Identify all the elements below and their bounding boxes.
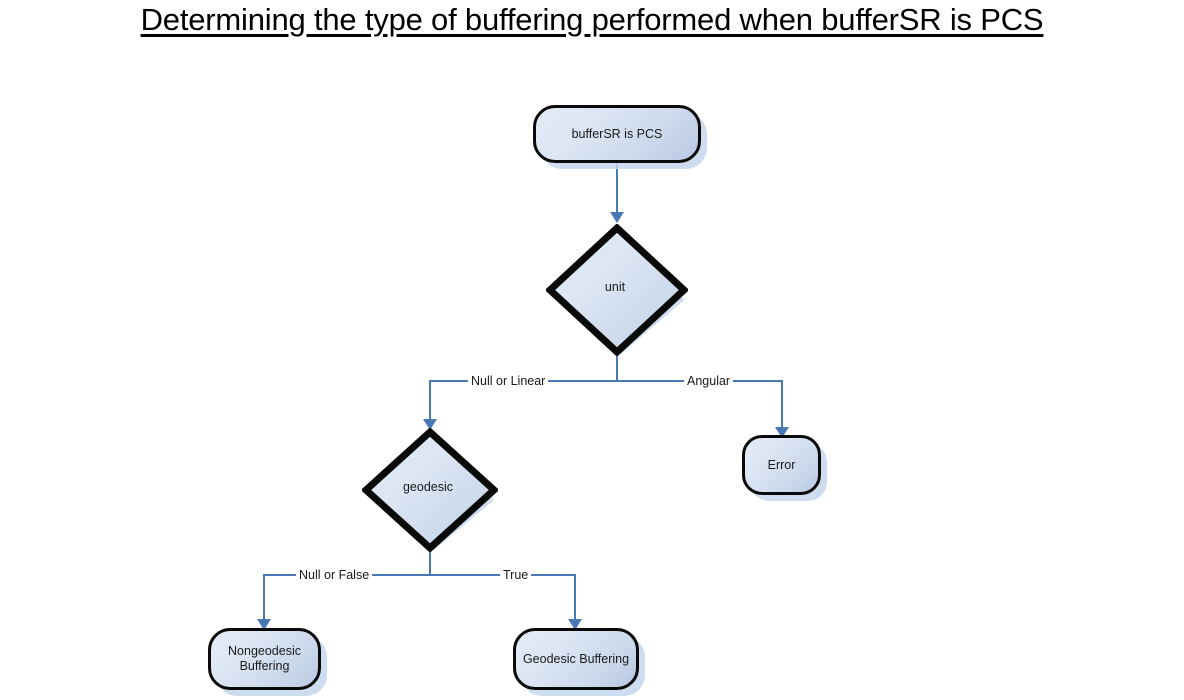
edge-unit-to-geodesic-line: [429, 380, 431, 422]
node-error-label: Error: [767, 457, 796, 472]
edge-unit-branch-bus: [429, 380, 783, 382]
edge-unit-to-error-arrowhead: [775, 427, 789, 438]
edge-unit-branch-stem: [616, 350, 618, 382]
node-start-label: bufferSR is PCS: [571, 126, 663, 141]
node-unit-shape: [546, 224, 688, 356]
node-geodesic-buffering[interactable]: Geodesic Buffering: [513, 628, 639, 690]
edge-label-null-or-false: Null or False: [296, 568, 373, 582]
edge-start-to-unit-arrowhead: [610, 212, 624, 223]
edge-unit-to-error-line: [781, 380, 783, 432]
edge-geodesic-to-nongeodesic-arrowhead: [257, 619, 271, 630]
edge-label-null-or-linear: Null or Linear: [468, 374, 549, 388]
node-geodesic-buffering-label: Geodesic Buffering: [522, 651, 630, 666]
edge-geodesic-to-nongeodesic-line: [263, 574, 265, 622]
edge-label-angular: Angular: [684, 374, 734, 388]
edge-geodesic-to-geodesic-buffering-line: [574, 574, 576, 622]
node-nongeodesic-buffering-label-line1: Nongeodesic: [228, 644, 301, 658]
node-start[interactable]: bufferSR is PCS: [533, 105, 701, 163]
page-title: Determining the type of buffering perfor…: [140, 2, 1044, 37]
node-unit[interactable]: unit: [546, 224, 688, 356]
node-error[interactable]: Error: [742, 435, 821, 495]
node-nongeodesic-buffering-label-line2: Buffering: [239, 659, 290, 673]
edge-label-true: True: [500, 568, 532, 582]
node-geodesic-shape: [362, 428, 498, 552]
edge-geodesic-branch-stem: [429, 546, 431, 576]
edge-start-to-unit-line: [616, 163, 618, 213]
node-geodesic[interactable]: geodesic: [362, 428, 498, 552]
node-nongeodesic-buffering[interactable]: Nongeodesic Buffering: [208, 628, 321, 690]
edge-unit-to-geodesic-arrowhead: [423, 419, 437, 430]
edge-geodesic-branch-bus: [263, 574, 576, 576]
edge-geodesic-to-geodesic-buffering-arrowhead: [568, 619, 582, 630]
